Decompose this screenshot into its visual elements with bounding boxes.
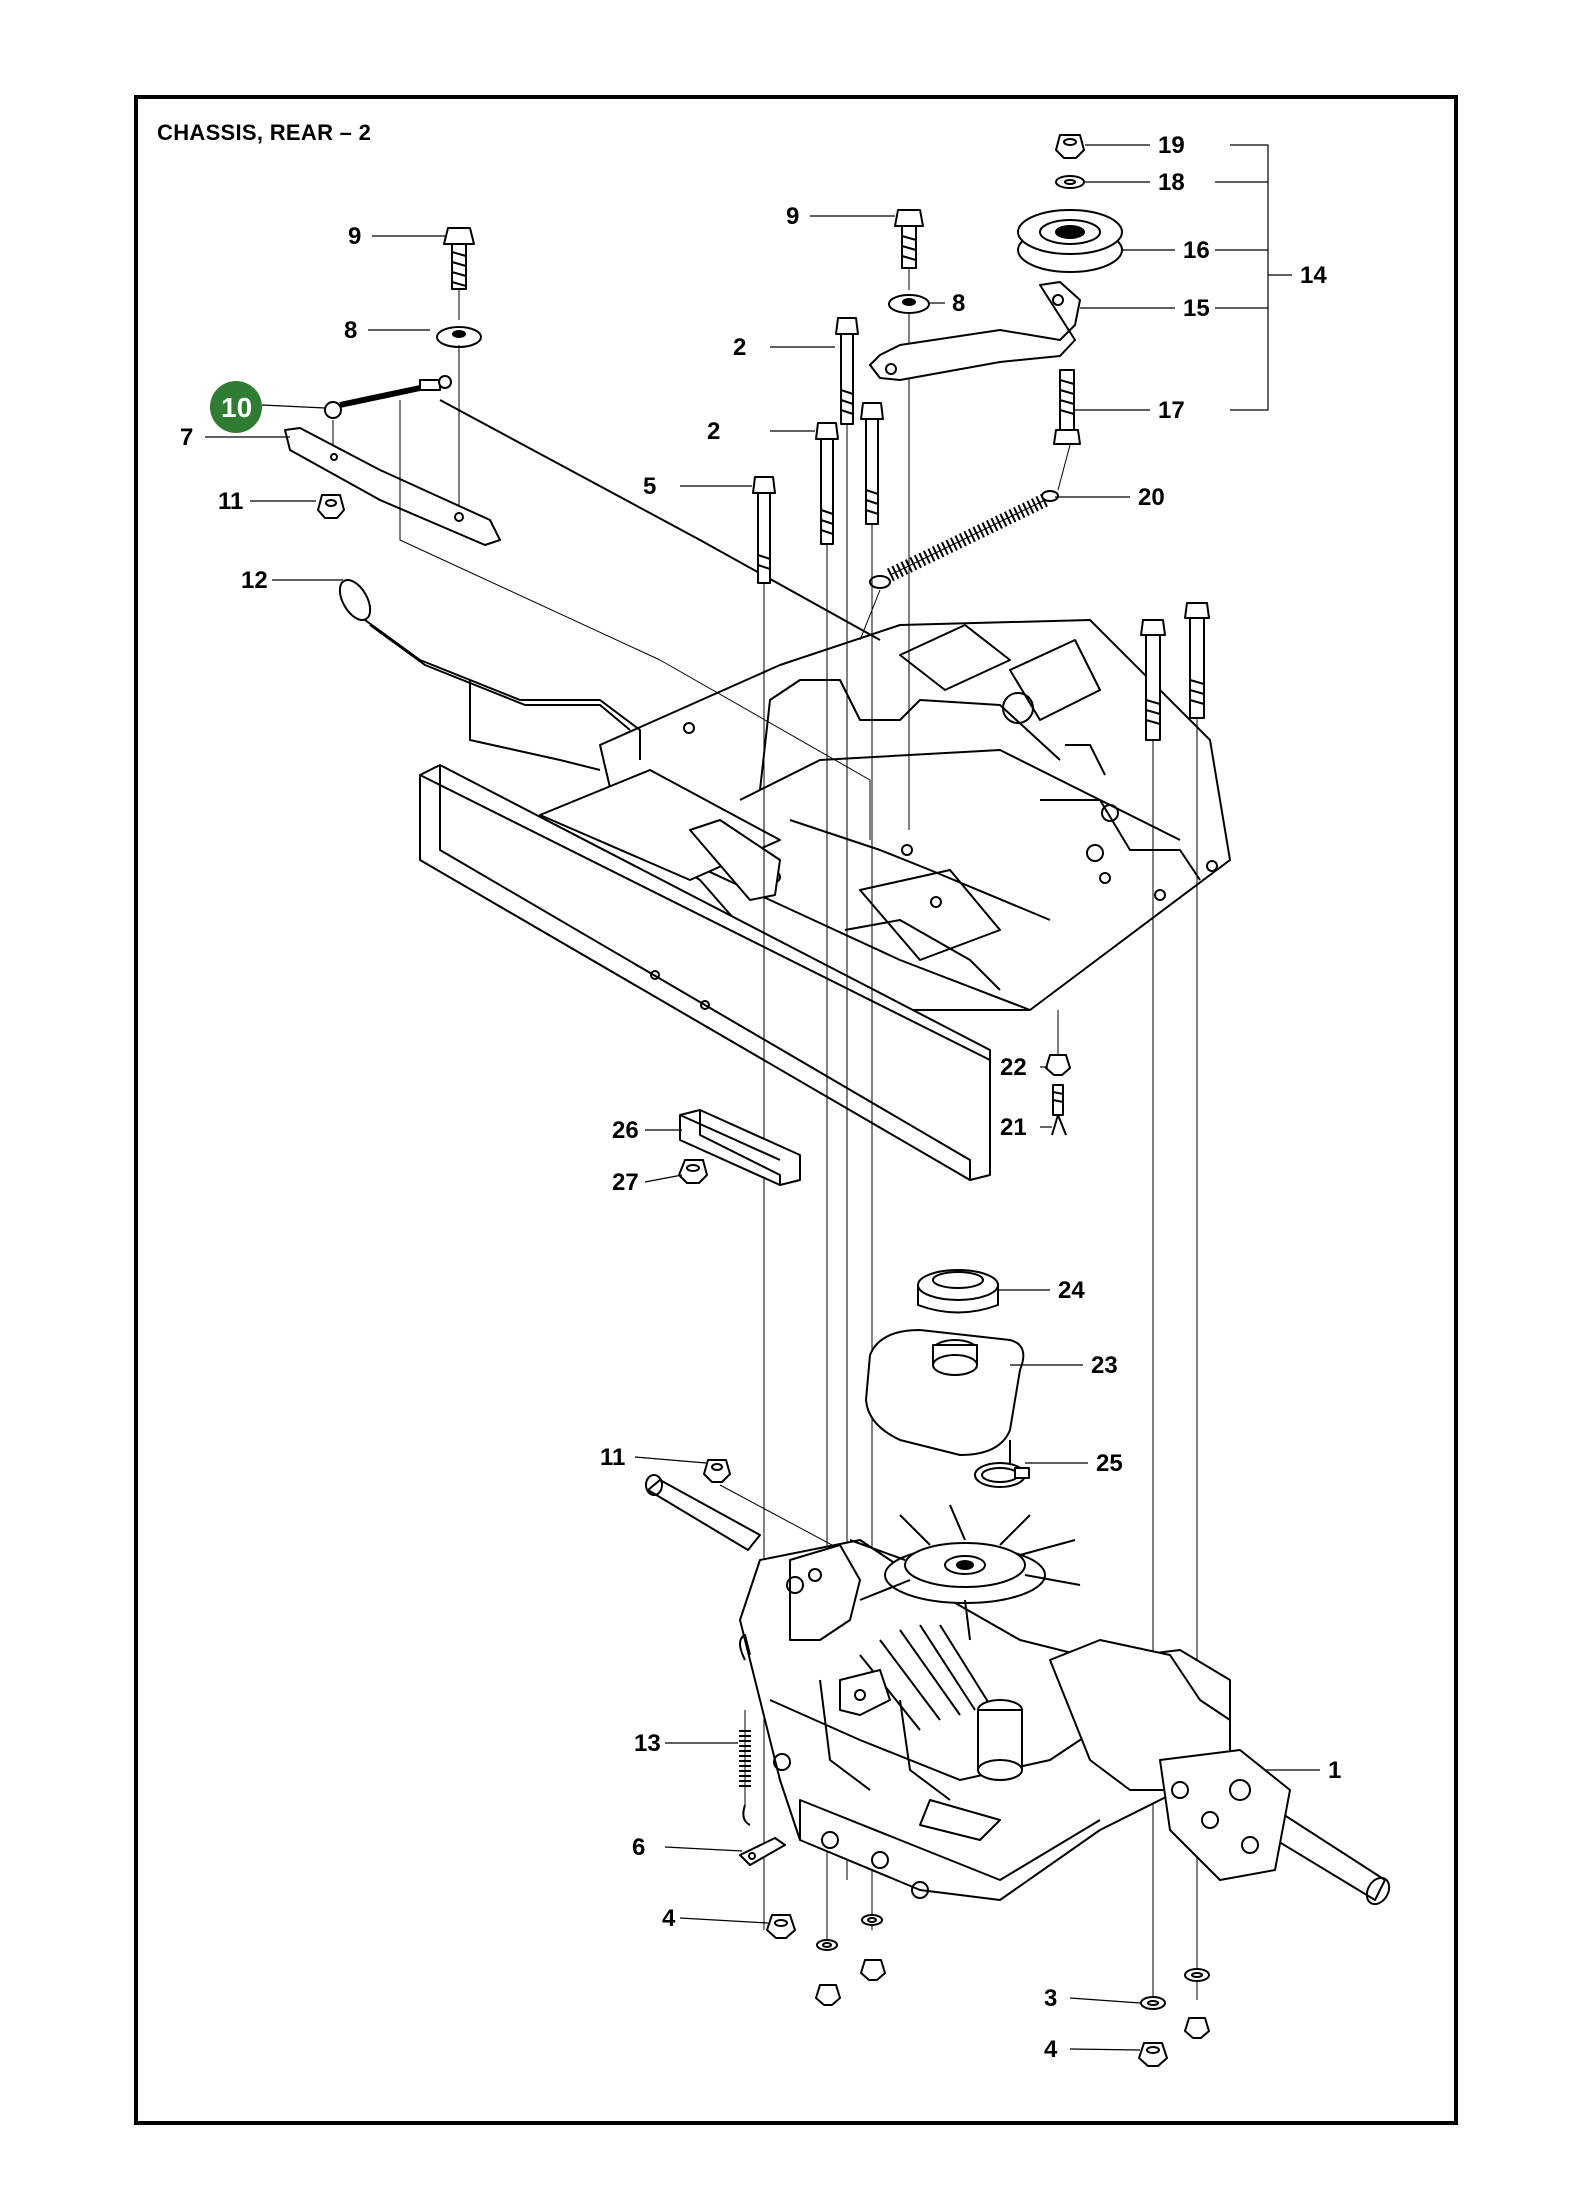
nut-bottom-a [815, 1984, 841, 2006]
callout-23: 23 [1091, 1352, 1118, 1379]
transaxle-1 [645, 1474, 1391, 1906]
callout-5: 5 [643, 473, 656, 500]
nut-11-center [703, 1459, 731, 1483]
callout-14: 14 [1300, 262, 1327, 289]
spacer-block-26 [679, 1109, 801, 1186]
bolt-9-left [443, 227, 475, 320]
callout-2b: 2 [707, 418, 720, 445]
hose-clamp-25 [974, 1462, 1030, 1488]
callout-12: 12 [241, 567, 268, 594]
nut-19 [1055, 134, 1085, 159]
callout-1: 1 [1328, 1757, 1341, 1784]
callout-7: 7 [180, 424, 193, 451]
callout-8b: 8 [952, 290, 965, 317]
callout-16: 16 [1183, 237, 1210, 264]
callout-9a: 9 [348, 223, 361, 250]
callout-24: 24 [1058, 1277, 1085, 1304]
nut-4-right [1138, 2042, 1168, 2067]
nut-bottom-b [860, 1959, 886, 1981]
bolt-9-center [894, 209, 924, 290]
washer-18 [1055, 175, 1085, 189]
nut-4-left [766, 1914, 796, 1939]
callout-17: 17 [1158, 397, 1185, 424]
leader-lines [205, 144, 1320, 2051]
callout-21: 21 [1000, 1114, 1027, 1141]
callout-20: 20 [1138, 484, 1165, 511]
callout-4a: 4 [662, 1905, 676, 1932]
bolt-right-a [1140, 619, 1166, 2000]
washer-3 [1140, 1996, 1166, 2010]
callout-4b: 4 [1044, 2036, 1058, 2063]
callout-11b: 11 [600, 1444, 625, 1471]
callout-22: 22 [1000, 1054, 1027, 1081]
chassis-plate [599, 619, 1231, 1011]
callout-labels: 9 8 10 7 11 12 9 8 2 2 5 19 18 16 14 15 … [180, 132, 1341, 2063]
eccentric-washer-8-left [436, 326, 482, 348]
shoulder-bolt-17 [1053, 369, 1081, 445]
plate-6 [739, 1837, 786, 1866]
callout-19: 19 [1158, 132, 1185, 159]
washer-bottom-b [861, 1914, 883, 1926]
callout-11a: 11 [218, 488, 243, 515]
diagram-title: CHASSIS, REAR – 2 [157, 120, 372, 145]
washer-bottom-a [816, 1939, 838, 1951]
spring-20 [869, 490, 1059, 589]
nut-27 [678, 1159, 708, 1184]
lift-rod-12 [338, 579, 641, 771]
reservoir-cap-24 [917, 1269, 999, 1314]
spring-13 [739, 1634, 751, 1826]
nut-11-left [317, 494, 345, 519]
lever-arm-7 [284, 427, 501, 546]
nut-right-b [1184, 2017, 1210, 2039]
callout-9b: 9 [786, 203, 799, 230]
diagram-frame [134, 95, 1458, 2125]
nut-22 [1045, 1054, 1071, 1076]
washer-right [1184, 1968, 1210, 1982]
callout-3: 3 [1044, 1985, 1057, 2012]
pin-21 [1051, 1084, 1067, 1136]
callout-6: 6 [632, 1834, 645, 1861]
oil-reservoir-23 [865, 1329, 1025, 1470]
eccentric-washer-8-center [888, 294, 930, 314]
callout-10: 10 [221, 392, 252, 423]
callout-25: 25 [1096, 1450, 1123, 1477]
callout-26: 26 [612, 1117, 639, 1144]
callout-27: 27 [612, 1169, 639, 1196]
idler-arm-15 [869, 281, 1081, 381]
callout-2a: 2 [733, 334, 746, 361]
callout-15: 15 [1183, 295, 1210, 322]
callout-8a: 8 [344, 317, 357, 344]
callout-13: 13 [634, 1730, 661, 1757]
callout-18: 18 [1158, 169, 1185, 196]
idler-pulley-16 [1017, 209, 1123, 273]
threaded-rod-10 [324, 375, 452, 456]
highlight-badge-10 [210, 381, 262, 433]
